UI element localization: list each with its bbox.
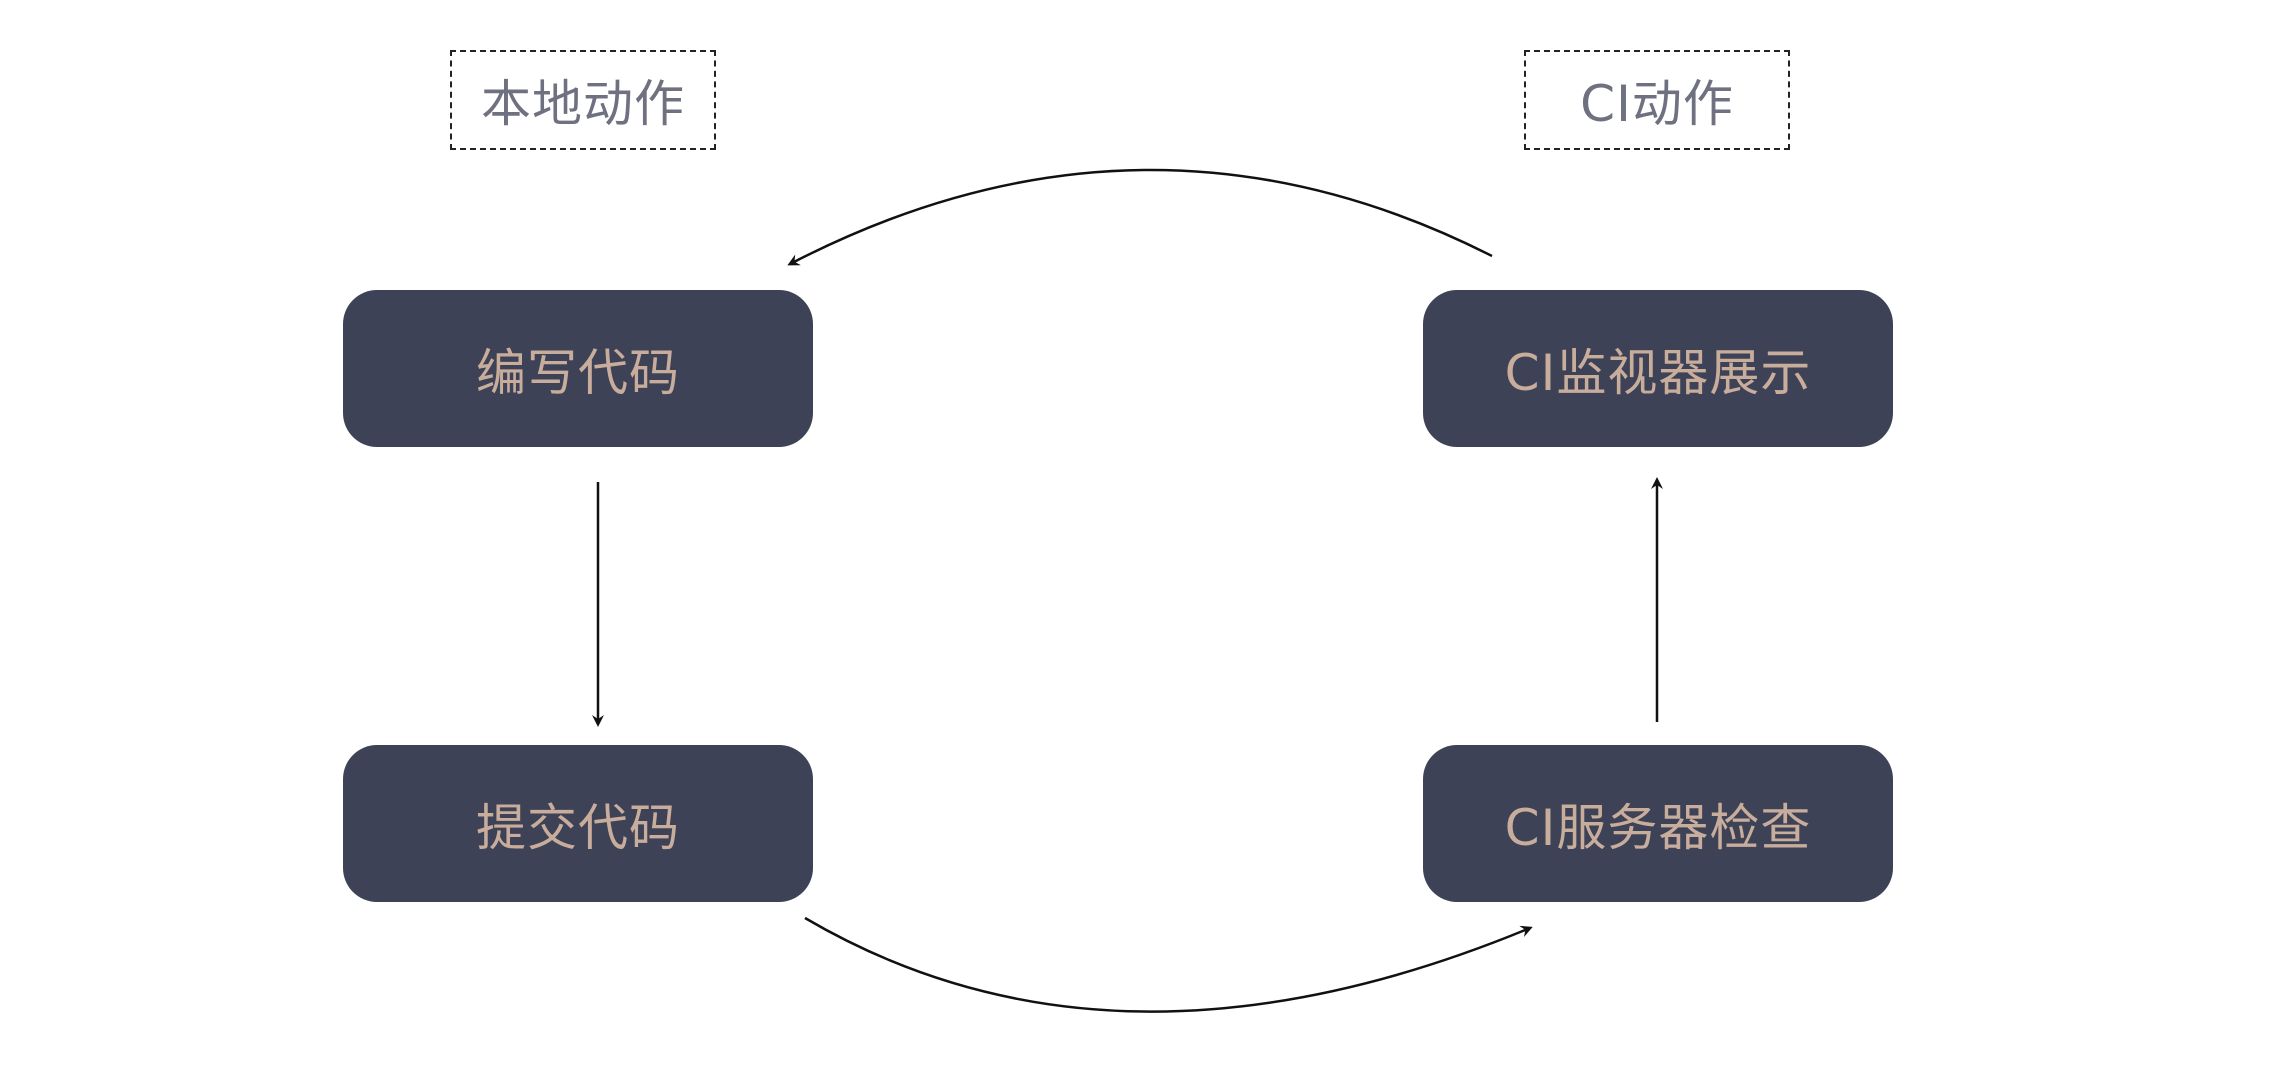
node-ci-monitor: CI监视器展示 [1423,290,1893,447]
arrow-monitor-to-write [787,168,1493,266]
node-write-code: 编写代码 [343,290,813,447]
node-ci-check: CI服务器检查 [1423,745,1893,902]
node-commit-code: 提交代码 [343,745,813,902]
arrow-commit-to-check [804,916,1533,1013]
ci-actions-label: CI动作 [1524,50,1790,150]
local-actions-label: 本地动作 [450,50,716,150]
